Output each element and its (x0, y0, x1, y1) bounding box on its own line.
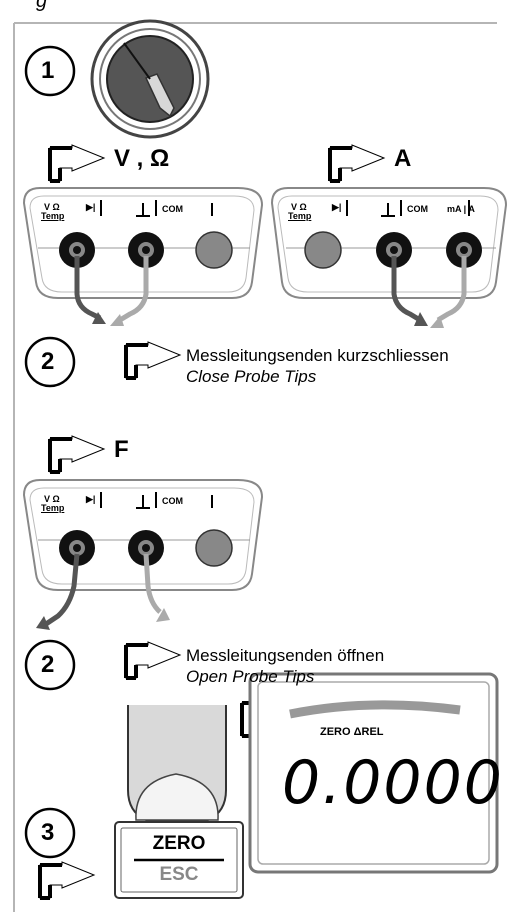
key-label-zero: ZERO (152, 833, 206, 854)
diode-icon: ▶| (86, 494, 96, 504)
step-2a-circle (24, 336, 76, 388)
pointer-arrow-icon (328, 144, 386, 183)
panel-border (13, 22, 497, 912)
instruction-open: Messleitungsenden öffnen Open Probe Tips (186, 645, 384, 687)
socket-label-temp: Temp (41, 503, 65, 513)
diode-icon: ▶| (332, 202, 342, 212)
rotary-switch-icon (90, 19, 210, 139)
step-1-circle (24, 45, 76, 97)
finger-icon (127, 705, 227, 821)
pointer-arrow-icon (48, 435, 106, 474)
mode-label-volt-ohm: V , Ω (114, 145, 170, 172)
socket-unused (195, 231, 233, 269)
pointer-arrow-icon (124, 641, 182, 680)
instruction-open-de: Messleitungsenden öffnen (186, 646, 385, 665)
instruction-short-en: Close Probe Tips (186, 367, 317, 386)
diode-icon: ▶| (86, 202, 96, 212)
step-1-number: 1 (41, 57, 55, 84)
terminal-panel-ampere (270, 187, 508, 328)
instruction-open-en: Open Probe Tips (186, 667, 315, 686)
terminal-panel-volt-ohm (22, 187, 264, 326)
socket-unused (195, 529, 233, 567)
socket-label-v-ohm: V Ω (291, 202, 307, 212)
zero-esc-key[interactable] (114, 821, 244, 899)
step-3-number: 3 (41, 819, 55, 846)
socket-label-ma-a: mA | A (447, 204, 475, 214)
step-2b-circle (24, 639, 76, 691)
key-label-esc: ESC (159, 864, 199, 885)
step-2b-number: 2 (41, 651, 55, 678)
pointer-arrow-icon (124, 341, 182, 380)
pointer-arrow-icon (38, 861, 96, 900)
lcd-display (248, 672, 499, 874)
terminal-panel-farad (22, 479, 264, 630)
header-caption: g (36, 0, 48, 12)
bargraph-arc (289, 700, 461, 719)
socket-unused (304, 231, 342, 269)
instruction-short-de: Messleitungsenden kurzschliessen (186, 346, 449, 365)
mode-label-farad: F (114, 436, 129, 463)
step-3-circle (24, 807, 76, 859)
mode-label-ampere: A (394, 145, 412, 172)
step-2a-number: 2 (41, 348, 55, 375)
pointer-arrow-icon (48, 144, 106, 183)
display-reading: 0.0000 (282, 748, 504, 818)
socket-label-com: COM (407, 204, 428, 214)
socket-label-com: COM (162, 496, 183, 506)
socket-label-com: COM (162, 204, 183, 214)
socket-label-temp: Temp (41, 211, 65, 221)
socket-label-v-ohm: V Ω (44, 202, 60, 212)
instruction-short-circuit: Messleitungsenden kurzschliessen Close P… (186, 345, 449, 387)
socket-label-temp: Temp (288, 211, 312, 221)
display-annunciator: ZERO ΔREL (320, 726, 384, 738)
socket-label-v-ohm: V Ω (44, 494, 60, 504)
